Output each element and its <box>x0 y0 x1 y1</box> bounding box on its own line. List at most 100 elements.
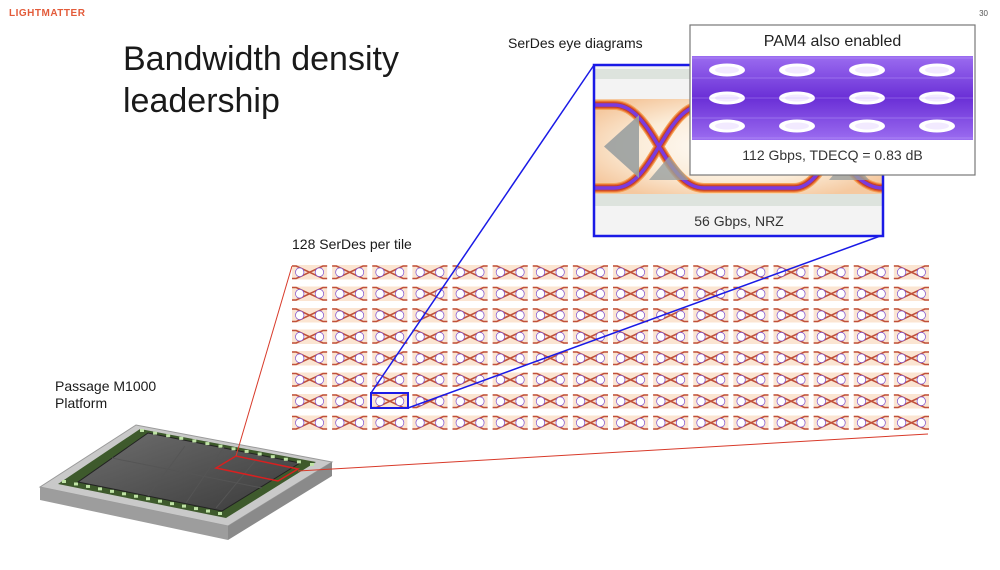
eye-diagram-cell <box>693 265 729 280</box>
eye-diagram-cell <box>733 286 769 301</box>
eye-diagram-cell <box>532 265 568 280</box>
eye-diagram-cell <box>813 329 849 344</box>
eye-diagram-cell <box>773 308 809 323</box>
eye-diagram-cell <box>532 394 568 409</box>
eye-diagram-cell <box>773 372 809 387</box>
serdes-per-tile-label: 128 SerDes per tile <box>292 236 412 252</box>
eye-diagram-cell <box>733 308 769 323</box>
eye-diagram-cell <box>332 351 368 366</box>
eye-diagram-cell <box>412 286 448 301</box>
eye-diagram-cell <box>532 372 568 387</box>
eye-diagram-cell <box>813 286 849 301</box>
eye-diagram-cell <box>613 265 649 280</box>
eye-diagram-cell <box>332 415 368 430</box>
eye-diagram-cell <box>813 265 849 280</box>
eye-diagram-cell <box>292 415 328 430</box>
eye-diagram-cell <box>653 351 689 366</box>
eye-diagram-cell <box>693 308 729 323</box>
eye-diagram-cell <box>452 265 488 280</box>
eye-diagram-cell <box>613 286 649 301</box>
eye-diagram-cell <box>532 308 568 323</box>
eye-diagram-cell <box>893 415 929 430</box>
eye-diagram-cell <box>572 394 608 409</box>
eye-diagram-cell <box>412 265 448 280</box>
eye-diagram-cell <box>292 265 328 280</box>
zoom-source-box <box>370 392 409 409</box>
page-number: 30 <box>979 9 988 18</box>
eye-diagram-cell <box>492 394 528 409</box>
eye-diagram-cell <box>492 286 528 301</box>
eye-diagram-cell <box>452 415 488 430</box>
eye-diagram-cell <box>813 415 849 430</box>
eye-diagram-cell <box>332 286 368 301</box>
eye-diagram-cell <box>452 286 488 301</box>
eye-diagram-cell <box>733 351 769 366</box>
zoom-line-left <box>370 64 595 394</box>
callout-line-top <box>235 265 293 457</box>
eye-diagram-cell <box>893 394 929 409</box>
eye-diagram-cell <box>492 329 528 344</box>
title-line-2: leadership <box>123 82 280 120</box>
eye-diagram-cell <box>773 265 809 280</box>
eye-diagram-cell <box>532 329 568 344</box>
eye-diagram-cell <box>893 372 929 387</box>
eye-diagram-cell <box>372 329 408 344</box>
eye-diagram-cell <box>412 351 448 366</box>
eye-diagram-cell <box>492 265 528 280</box>
eye-diagram-cell <box>332 329 368 344</box>
eye-diagram-cell <box>372 265 408 280</box>
eye-diagram-cell <box>292 329 328 344</box>
callout-line-bottom <box>297 433 929 472</box>
eye-diagram-cell <box>292 394 328 409</box>
pam4-caption: 112 Gbps, TDECQ = 0.83 dB <box>742 147 923 163</box>
eye-diagram-cell <box>572 372 608 387</box>
eye-diagram-cell <box>613 415 649 430</box>
eye-diagram-cell <box>893 286 929 301</box>
eye-diagram-cell <box>412 308 448 323</box>
pam4-title: PAM4 also enabled <box>763 33 902 50</box>
eye-diagram-cell <box>613 329 649 344</box>
eye-diagram-cell <box>332 308 368 323</box>
eye-diagram-cell <box>893 308 929 323</box>
eye-diagram-cell <box>653 394 689 409</box>
eye-diagram-cell <box>572 329 608 344</box>
serdes-eye-grid <box>292 265 929 430</box>
eye-diagram-cell <box>332 394 368 409</box>
eye-diagram-cell <box>332 265 368 280</box>
eye-diagram-cell <box>292 351 328 366</box>
eye-diagram-cell <box>813 351 849 366</box>
chip-package-icon <box>38 424 334 540</box>
eye-diagram-cell <box>693 372 729 387</box>
eye-diagram-cell <box>853 308 889 323</box>
eye-diagram-cell <box>853 351 889 366</box>
eye-diagram-cell <box>813 372 849 387</box>
eye-diagram-cell <box>492 415 528 430</box>
eye-diagram-cell <box>853 372 889 387</box>
eye-diagram-cell <box>653 329 689 344</box>
eye-diagram-cell <box>853 265 889 280</box>
eye-diagram-cell <box>893 351 929 366</box>
eye-diagram-cell <box>773 394 809 409</box>
platform-label-line-2: Platform <box>55 395 108 411</box>
eye-diagram-cell <box>773 351 809 366</box>
eye-diagram-cell <box>452 329 488 344</box>
eye-diagram-cell <box>613 351 649 366</box>
eye-diagram-cell <box>653 372 689 387</box>
eye-diagram-cell <box>452 308 488 323</box>
eye-diagram-cell <box>572 308 608 323</box>
eye-diagram-cell <box>292 372 328 387</box>
eye-diagram-cell <box>893 265 929 280</box>
eye-diagram-cell <box>853 286 889 301</box>
eye-diagram-cell <box>372 286 408 301</box>
eye-diagram-cell <box>693 394 729 409</box>
eye-diagrams-label: SerDes eye diagrams <box>508 35 643 51</box>
eye-diagram-cell <box>492 308 528 323</box>
eye-diagram-cell <box>733 394 769 409</box>
eye-diagram-cell <box>292 308 328 323</box>
eye-diagram-cell <box>693 415 729 430</box>
eye-diagram-cell <box>572 265 608 280</box>
eye-diagram-cell <box>412 415 448 430</box>
eye-diagram-cell <box>452 372 488 387</box>
platform-label-line-1: Passage M1000 <box>55 378 157 394</box>
